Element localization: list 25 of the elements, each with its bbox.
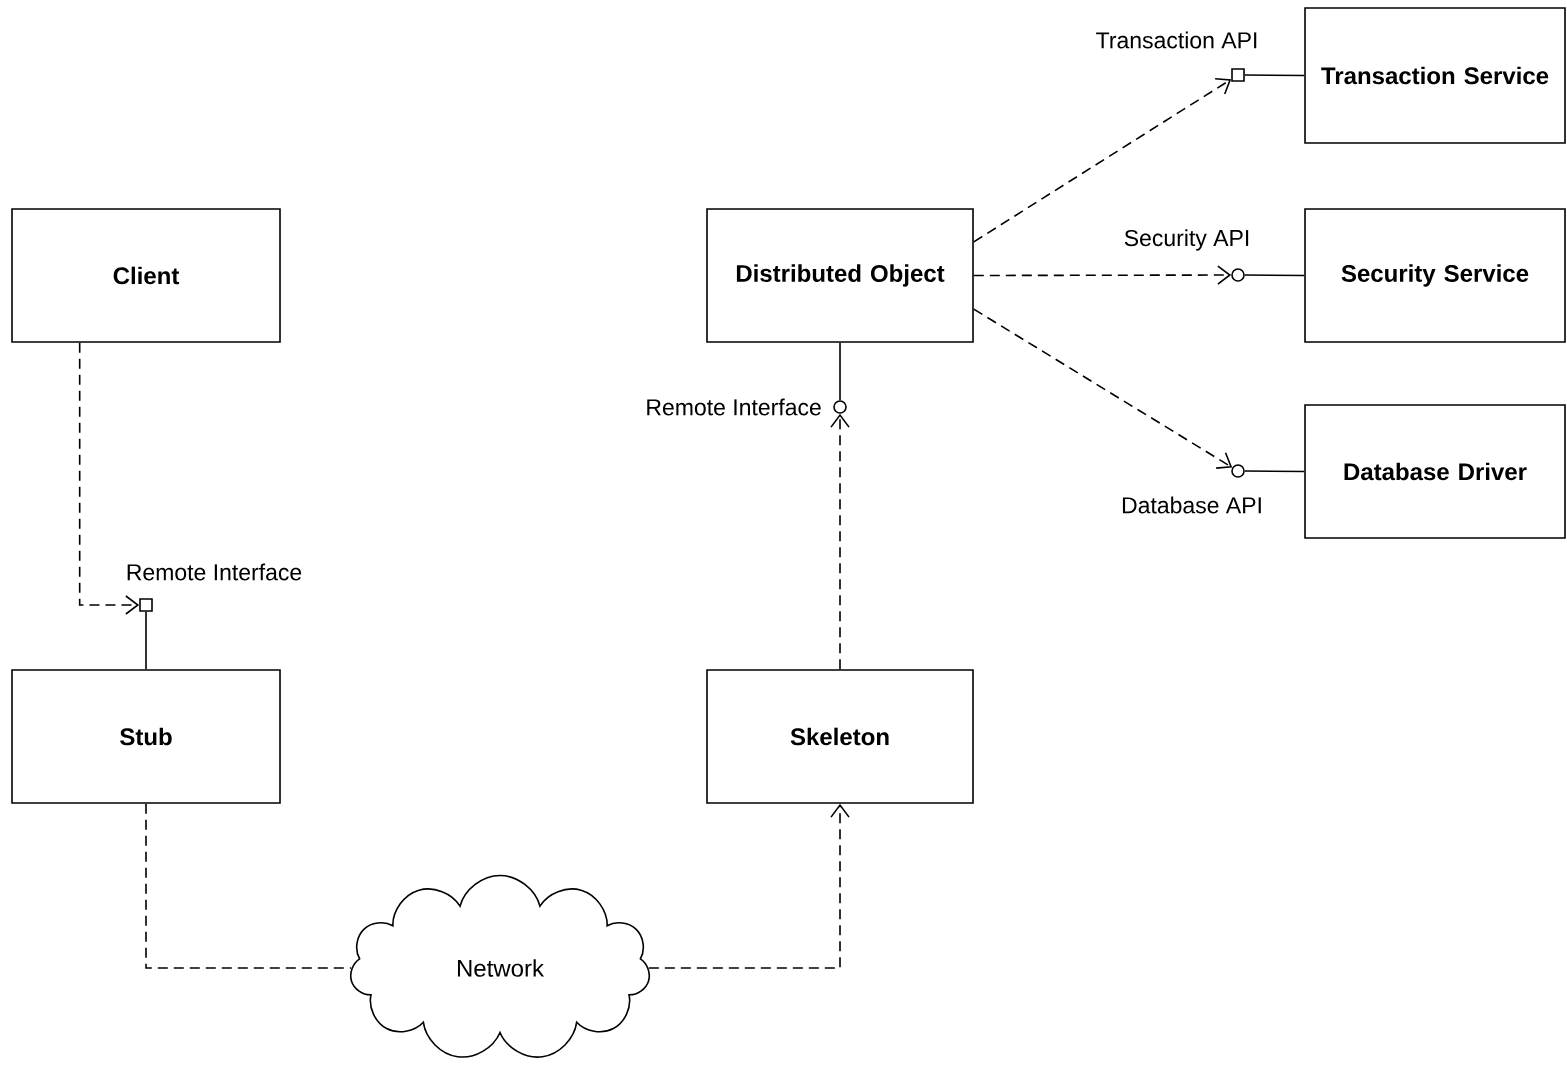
connector-line xyxy=(1244,74,1305,77)
component-box: Database Driver xyxy=(1304,404,1566,539)
component-box: Transaction Service xyxy=(1304,7,1566,144)
interface-label: Remote Interface xyxy=(127,563,302,581)
interface-label: Security API xyxy=(1124,229,1249,251)
component-box: Stub xyxy=(11,669,281,804)
dependency-arrow xyxy=(973,308,1233,469)
dependency-arrow xyxy=(830,413,850,670)
interface-label: Transaction API xyxy=(1096,31,1257,49)
connector-line xyxy=(1244,274,1305,277)
component-box: Distributed Object xyxy=(706,208,974,343)
connector-line xyxy=(145,803,352,969)
interface-label: Remote Interface xyxy=(647,398,821,416)
dependency-arrow xyxy=(648,803,850,969)
component-box: Security Service xyxy=(1304,208,1566,343)
component-box: Skeleton xyxy=(706,669,974,804)
component-box: Client xyxy=(11,208,281,343)
network-cloud: Network xyxy=(349,874,651,1058)
dependency-arrow xyxy=(973,78,1232,243)
dependency-arrow xyxy=(78,342,140,615)
dependency-arrow xyxy=(973,265,1232,285)
interface-label: Database API xyxy=(1122,496,1261,514)
connector-line xyxy=(145,611,147,670)
connector-line xyxy=(839,342,841,401)
connector-line xyxy=(1244,470,1305,473)
